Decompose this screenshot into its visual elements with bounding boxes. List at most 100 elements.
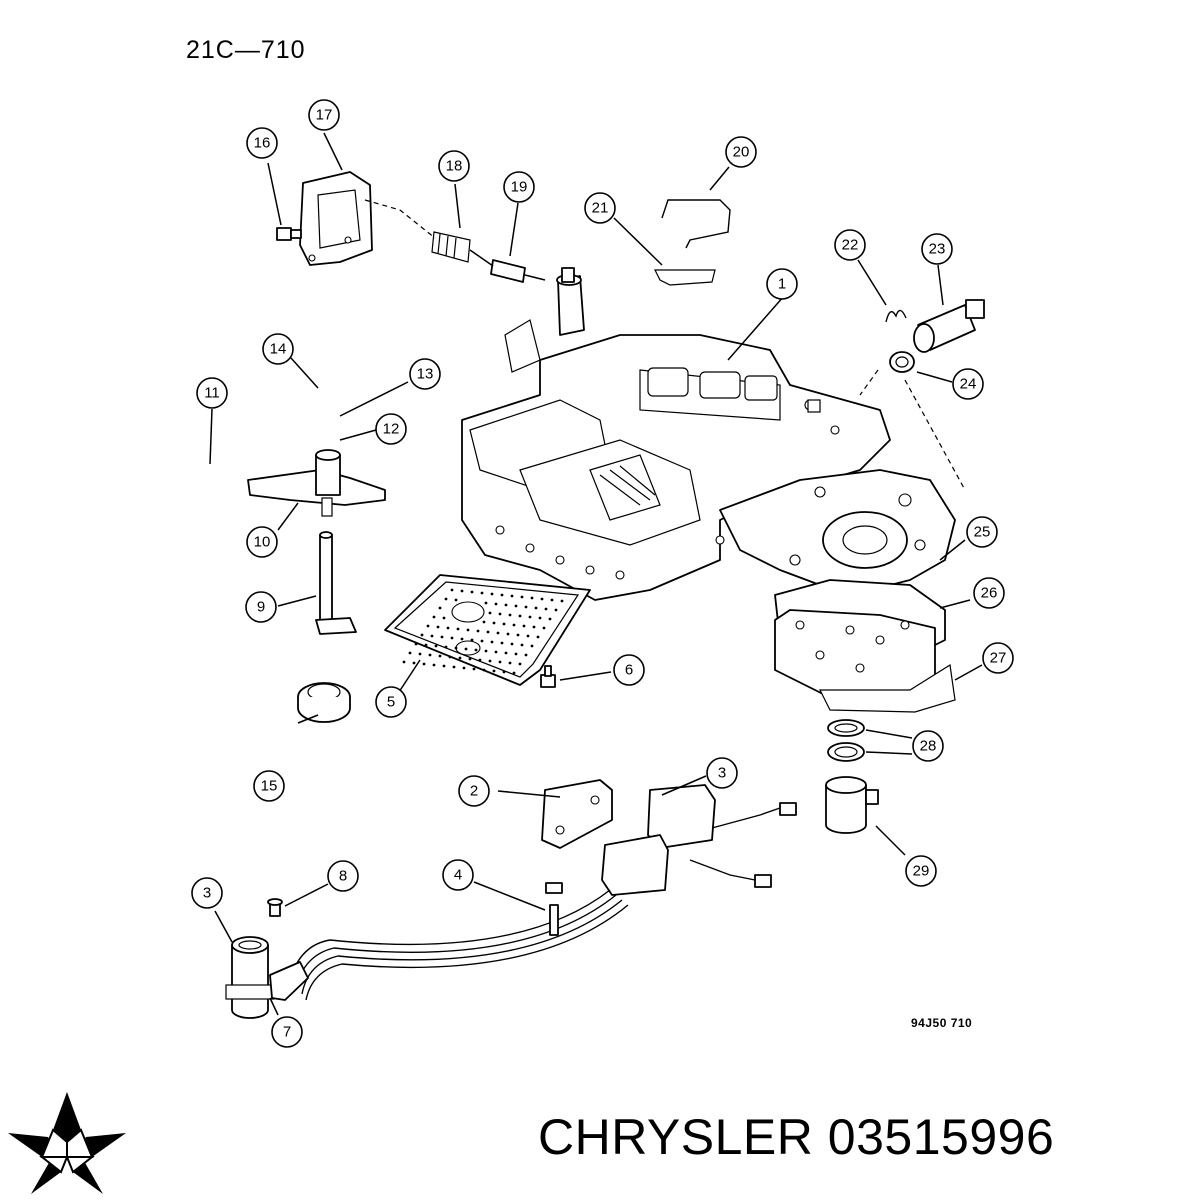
filter-perforation xyxy=(458,656,462,660)
detent-spring-assembly xyxy=(276,171,546,283)
svg-text:18: 18 xyxy=(446,158,463,175)
filter-perforation xyxy=(484,649,488,653)
filter-perforation xyxy=(514,604,518,608)
filter-perforation xyxy=(422,662,426,666)
filter-perforation xyxy=(442,664,446,668)
callout-15: 15 xyxy=(253,770,285,802)
filter-perforation xyxy=(428,653,432,657)
svg-text:8: 8 xyxy=(339,868,347,885)
svg-text:5: 5 xyxy=(387,694,395,711)
part-number: 03515996 xyxy=(827,1109,1055,1165)
filter-perforation xyxy=(520,595,524,599)
filter-perforation xyxy=(534,606,538,610)
svg-text:28: 28 xyxy=(920,738,937,755)
svg-text:6: 6 xyxy=(625,662,633,679)
filter-perforation xyxy=(500,641,504,645)
filter-perforation xyxy=(500,593,504,597)
filter-perforation xyxy=(530,596,534,600)
filter-perforation xyxy=(402,660,406,664)
filter-perforation xyxy=(472,667,476,671)
filter-perforation xyxy=(526,634,530,638)
svg-text:3: 3 xyxy=(203,885,211,902)
filter-perforation xyxy=(432,663,436,667)
callout-26: 26 xyxy=(973,577,1005,609)
sensor-parts xyxy=(859,299,985,491)
filter-perforation xyxy=(430,634,434,638)
svg-text:3: 3 xyxy=(718,765,726,782)
svg-text:10: 10 xyxy=(254,534,271,551)
filter-perforation xyxy=(536,635,540,639)
svg-text:11: 11 xyxy=(204,385,220,402)
svg-text:1: 1 xyxy=(778,276,786,293)
filter-perforation xyxy=(510,594,514,598)
filter-perforation xyxy=(532,625,536,629)
filter-perforation xyxy=(432,615,436,619)
svg-text:23: 23 xyxy=(929,241,946,258)
svg-text:14: 14 xyxy=(270,341,287,358)
svg-text:29: 29 xyxy=(913,863,930,880)
filter-perforation xyxy=(474,648,478,652)
callout-10: 10 xyxy=(246,526,278,558)
filter-perforation xyxy=(464,647,468,651)
callout-24: 24 xyxy=(952,368,984,400)
filter-perforation xyxy=(496,631,500,635)
filter-perforation xyxy=(408,651,412,655)
filter-perforation xyxy=(438,654,442,658)
filter-perforation xyxy=(492,621,496,625)
filter-perforation xyxy=(522,624,526,628)
filter-perforation xyxy=(542,626,546,630)
figure-reference-code: 94J50 710 xyxy=(911,1016,973,1030)
filter-perforation xyxy=(484,601,488,605)
filter-perforation xyxy=(414,642,418,646)
filter-perforation xyxy=(494,650,498,654)
filter-perforation xyxy=(502,670,506,674)
filter-perforation xyxy=(492,669,496,673)
callout-11: 11 xyxy=(196,377,228,409)
filter-perforation xyxy=(520,643,524,647)
callout-28: 28 xyxy=(912,730,944,762)
svg-text:27: 27 xyxy=(990,650,1007,667)
svg-text:24: 24 xyxy=(960,376,977,393)
filter-perforation xyxy=(518,614,522,618)
svg-text:17: 17 xyxy=(316,107,333,124)
plate-stack xyxy=(774,579,956,713)
filter-perforation xyxy=(490,592,494,596)
callout-25: 25 xyxy=(966,516,998,548)
filter-perforation xyxy=(424,643,428,647)
filter-perforation xyxy=(524,653,528,657)
callout-3a: 3 xyxy=(706,757,738,789)
filter-perforation xyxy=(442,616,446,620)
filter-perforation xyxy=(440,635,444,639)
filter-perforation xyxy=(450,636,454,640)
filter-perforation xyxy=(460,637,464,641)
callout-14: 14 xyxy=(262,333,294,365)
filter-perforation xyxy=(488,659,492,663)
filter-perforation xyxy=(466,628,470,632)
brand-part-line: CHRYSLER 03515996 xyxy=(538,1108,1054,1166)
filter-perforation xyxy=(448,655,452,659)
svg-text:4: 4 xyxy=(454,867,462,884)
filter-perforation xyxy=(450,588,454,592)
filter-perforation xyxy=(528,615,532,619)
filter-perforation xyxy=(476,629,480,633)
filter-perforation xyxy=(510,642,514,646)
speed-sensor xyxy=(225,882,563,1019)
filter-perforation xyxy=(550,598,554,602)
filter-perforation xyxy=(482,668,486,672)
filter-perforation xyxy=(530,644,534,648)
filter-perforation xyxy=(470,590,474,594)
svg-text:21: 21 xyxy=(592,200,609,217)
callout-12: 12 xyxy=(375,413,407,445)
filter-perforation xyxy=(538,616,542,620)
filter-perforation xyxy=(426,624,430,628)
filter-perforation xyxy=(468,657,472,661)
callout-17: 17 xyxy=(308,99,340,131)
filter-perforation xyxy=(456,627,460,631)
brand-name: CHRYSLER xyxy=(538,1109,814,1165)
filter-perforation xyxy=(512,671,516,675)
svg-text:13: 13 xyxy=(417,366,434,383)
filter-perforation xyxy=(480,639,484,643)
svg-text:20: 20 xyxy=(733,144,750,161)
filter-perforation xyxy=(480,591,484,595)
filter-perforation xyxy=(478,658,482,662)
